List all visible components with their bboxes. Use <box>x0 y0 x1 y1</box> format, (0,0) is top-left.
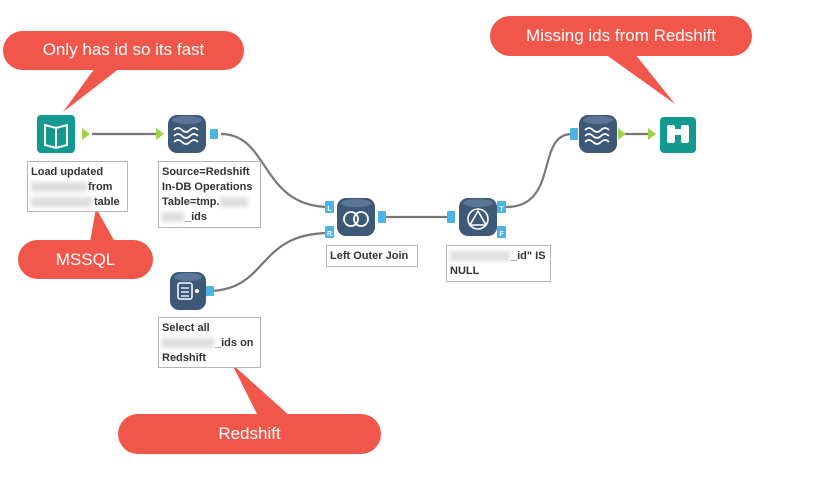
output-anchor[interactable] <box>618 128 626 140</box>
book-icon <box>44 123 68 150</box>
redacted-text <box>219 197 248 208</box>
connect-indb-tool[interactable] <box>170 272 214 310</box>
callout-input-note-text: Only has id so its fast <box>42 40 205 59</box>
browse-tool[interactable] <box>648 117 696 153</box>
label-line: NULL <box>450 265 480 277</box>
right-anchor-letter: R <box>327 231 332 238</box>
redacted-text <box>450 251 510 262</box>
input-anchor[interactable] <box>447 211 455 223</box>
waves-icon <box>173 127 199 145</box>
callout-mssql <box>18 208 153 279</box>
label-line: Source=Redshift <box>162 166 250 178</box>
label-line: _ids on <box>162 336 257 351</box>
label-fragment: from <box>88 181 113 193</box>
false-anchor-letter: F <box>499 231 504 238</box>
output-anchor[interactable] <box>210 129 218 139</box>
waves-icon <box>584 127 610 145</box>
callout-input-note <box>3 31 244 112</box>
output-anchor[interactable] <box>82 128 90 140</box>
true-anchor[interactable] <box>497 201 506 213</box>
join-right-anchor[interactable] <box>325 226 334 238</box>
label-line: from <box>31 180 124 195</box>
callout-mssql-text: MSSQL <box>55 250 116 269</box>
datastream-out-tool[interactable] <box>570 115 626 153</box>
label-line: Redshift <box>162 352 206 364</box>
connectors <box>92 132 650 293</box>
callout-redshift-text: Redshift <box>218 424 281 443</box>
label-line: table <box>31 195 124 210</box>
label-fragment: _ids <box>185 211 208 223</box>
label-line: _ids <box>162 210 257 225</box>
redacted-text <box>31 197 93 208</box>
output-anchor[interactable] <box>206 286 214 296</box>
join-circles-icon <box>343 211 369 227</box>
binoculars-icon <box>667 125 689 143</box>
connector-connect-to-join-right <box>206 231 331 293</box>
callout-browse-note <box>490 16 752 104</box>
false-anchor[interactable] <box>497 226 506 238</box>
input-anchor[interactable] <box>648 128 656 140</box>
filter-triangle-icon <box>467 208 489 230</box>
label-fragment: _id" IS <box>511 250 546 262</box>
redacted-text <box>31 182 87 193</box>
true-anchor-letter: T <box>499 206 504 213</box>
input-anchor[interactable] <box>570 128 578 140</box>
callout-redshift <box>118 364 381 454</box>
label-line: Left Outer Join <box>330 250 409 262</box>
label-line: Load updated <box>31 166 104 178</box>
connect-tool-label: Select all _ids on Redshift <box>158 317 261 368</box>
datastream-tool-label: Source=Redshift In-DB Operations Table=t… <box>158 161 261 228</box>
output-anchor[interactable] <box>378 211 386 223</box>
label-fragment: _ids on <box>215 337 254 349</box>
database-icon <box>177 282 199 300</box>
callout-browse-note-text: Missing ids from Redshift <box>526 26 716 45</box>
label-fragment: Table=tmp. <box>162 196 220 208</box>
connector-datastream-to-join-left <box>220 132 331 209</box>
label-line: _id" IS <box>450 249 547 264</box>
input-tool-label: Load updated from table <box>27 161 128 212</box>
redacted-text <box>162 338 214 349</box>
filter-indb-tool[interactable]: T F <box>447 198 506 238</box>
label-fragment: table <box>94 196 120 208</box>
join-indb-tool[interactable]: L R <box>325 198 386 238</box>
label-line: In-DB Operations <box>162 181 253 193</box>
join-tool-label: Left Outer Join <box>326 245 418 267</box>
input-anchor[interactable] <box>156 128 164 140</box>
connector-filter-true-to-datastream <box>505 132 573 209</box>
label-line: Select all <box>162 322 210 334</box>
filter-tool-label: _id" IS NULL <box>446 245 551 282</box>
input-data-tool[interactable] <box>37 115 90 153</box>
join-left-anchor[interactable] <box>325 201 334 213</box>
datastream-tool[interactable] <box>156 115 218 153</box>
redacted-text <box>162 212 184 223</box>
label-line: Table=tmp. <box>162 195 257 210</box>
left-anchor-letter: L <box>327 206 332 213</box>
